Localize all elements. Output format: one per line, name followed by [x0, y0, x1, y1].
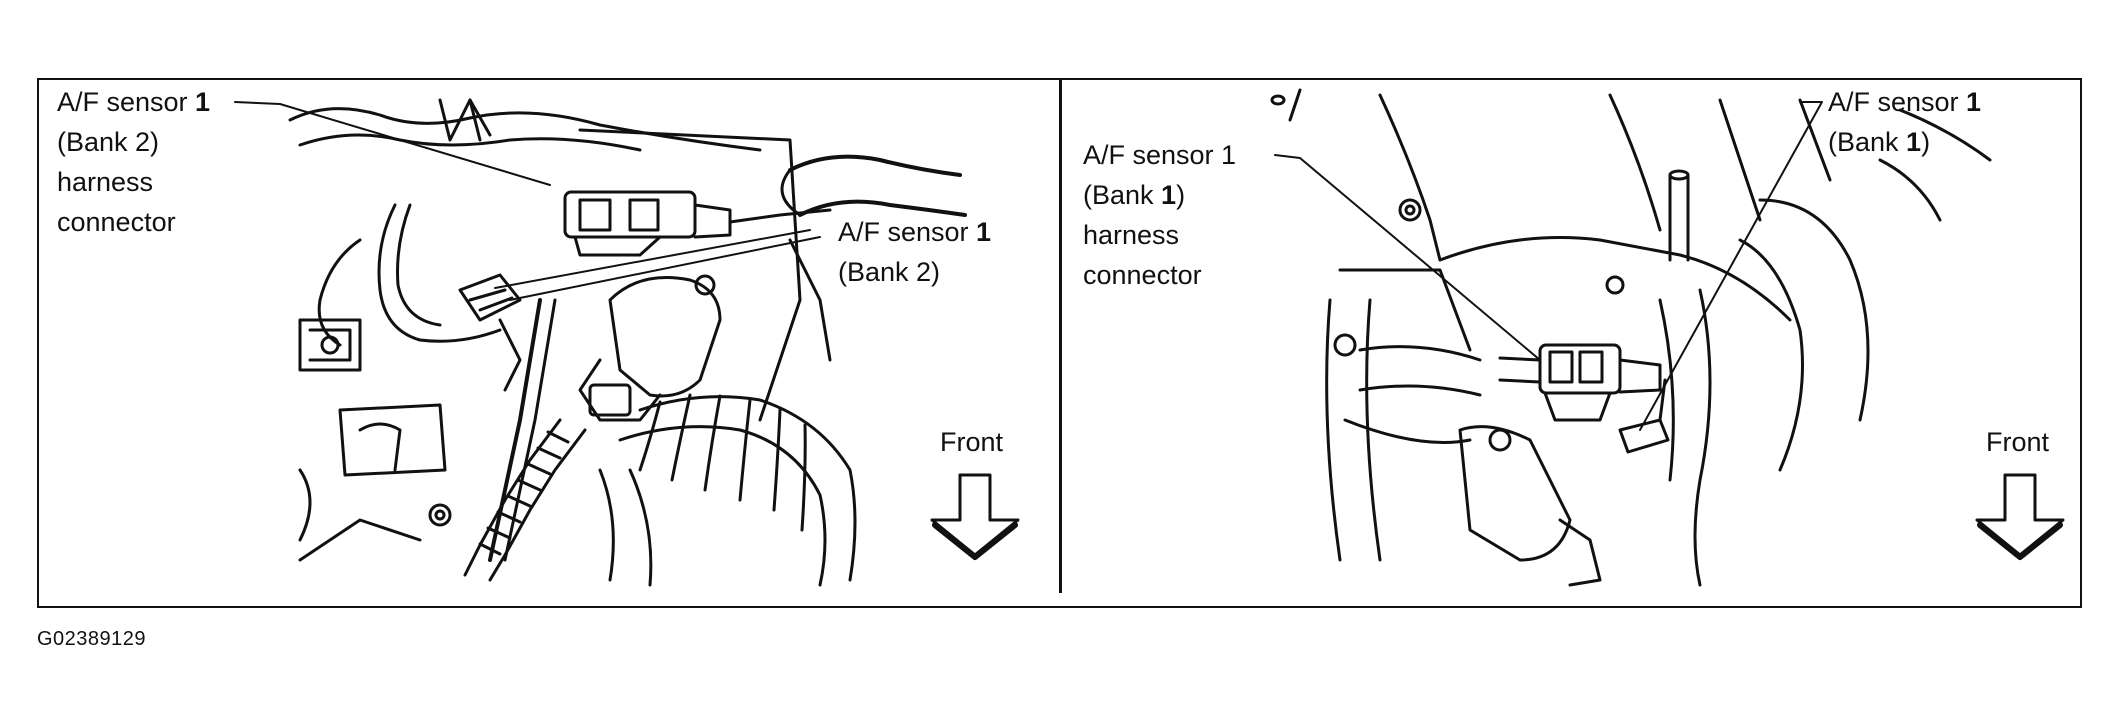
label-text: (Bank 2) [838, 257, 941, 287]
left-front-label: Front [940, 427, 1004, 457]
left-engine-drawing [234, 98, 1020, 587]
left-connector-label: A/F sensor 1 (Bank 2) harness connector [57, 82, 210, 242]
left-sensor-label: A/F sensor 1 (Bank 2) [838, 212, 991, 292]
label-number: 1 [1966, 87, 1982, 117]
label-text: harness [57, 167, 154, 197]
right-engine-drawing [1270, 88, 2065, 587]
label-number: 1 [976, 217, 992, 247]
label-text: A/F sensor [1828, 87, 1967, 117]
label-text: harness [1083, 220, 1180, 250]
label-number: 1 [1906, 127, 1922, 157]
label-text: A/F sensor [838, 217, 977, 247]
right-connector-label: A/F sensor 1 (Bank 1) harness connector [1083, 135, 1236, 295]
label-text: A/F sensor [57, 87, 196, 117]
right-sensor-label: A/F sensor 1 (Bank 1) [1828, 82, 1981, 162]
label-text: (Bank [1083, 180, 1162, 210]
label-text: connector [1083, 260, 1202, 290]
right-front-label: Front [1986, 427, 2050, 457]
label-number: 1 [195, 87, 211, 117]
label-text: A/F sensor 1 [1083, 140, 1237, 170]
label-text: ) [1921, 127, 1931, 157]
label-text: ) [1176, 180, 1186, 210]
panel-divider [1059, 78, 1062, 593]
label-number: 1 [1161, 180, 1177, 210]
figure-code: G02389129 [37, 628, 147, 650]
label-text: connector [57, 207, 176, 237]
label-text: (Bank 2) [57, 127, 160, 157]
label-text: (Bank [1828, 127, 1907, 157]
